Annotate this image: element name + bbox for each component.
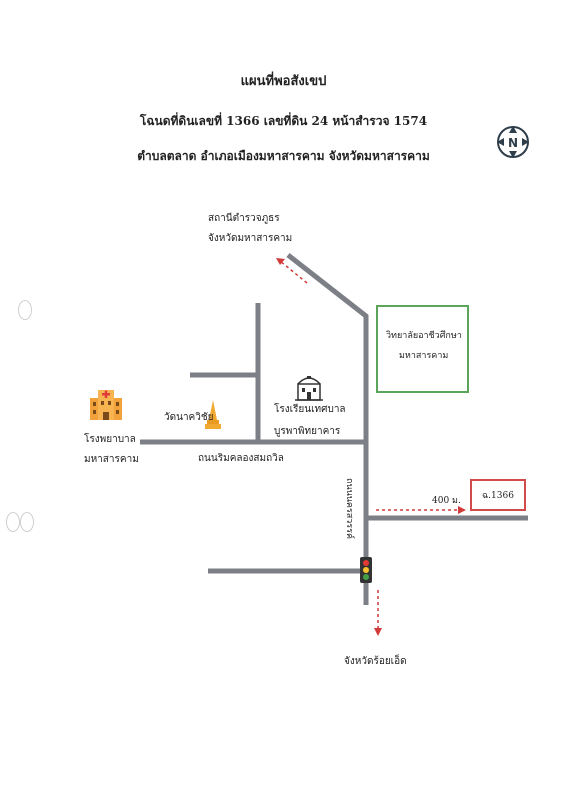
hospital-label-line2: มหาสารคาม (84, 454, 139, 465)
arrowhead-roiet (374, 628, 382, 636)
arrowhead-police (276, 258, 285, 265)
land-plot-box: ฉ.1366 (470, 479, 526, 511)
school-label-line1: โรงเรียนเทศบาล (274, 404, 346, 415)
traffic-light-icon (360, 557, 372, 583)
location-line: ตำบลตลาด อำเภอเมืองมหาสารคาม จังหวัดมหาส… (137, 149, 430, 163)
punch-hole (20, 512, 34, 532)
roiet-label: จังหวัดร้อยเอ็ด (344, 656, 407, 667)
main-road-label: ถนนนครสวรรค์ (344, 478, 354, 539)
school-building-icon (295, 376, 323, 401)
temple-pagoda-icon (205, 400, 221, 429)
compass-letter: N (508, 136, 518, 150)
temple-label: วัดนาควิชัย (164, 412, 214, 423)
police-label-line1: สถานีตำรวจภูธร (208, 213, 280, 224)
punch-hole (6, 512, 20, 532)
page-title: แผนที่พอสังเขป (240, 74, 327, 89)
road-to-police (286, 253, 369, 605)
canal-road-label: ถนนริมคลองสมถวิล (198, 453, 284, 464)
punch-hole (18, 300, 32, 320)
arrowhead-land (458, 506, 466, 514)
compass-north-icon: N (497, 126, 529, 158)
hospital-icon (90, 390, 122, 420)
land-plot-label: ฉ.1366 (482, 491, 514, 501)
college-label-line2: มหาสารคาม (399, 351, 449, 361)
distance-label: 400 ม. (432, 496, 461, 506)
college-area (376, 305, 469, 393)
college-label-line1: วิทยาลัยอาชีวศึกษา (386, 331, 462, 341)
police-label-line2: จังหวัดมหาสารคาม (208, 233, 293, 244)
deed-info-line: โฉนดที่ดินเลขที่ 1366 เลขที่ดิน 24 หน้าส… (139, 114, 428, 128)
hospital-label-line1: โรงพยาบาล (84, 434, 136, 445)
school-label-line2: บูรพาพิทยาคาร (274, 426, 341, 437)
